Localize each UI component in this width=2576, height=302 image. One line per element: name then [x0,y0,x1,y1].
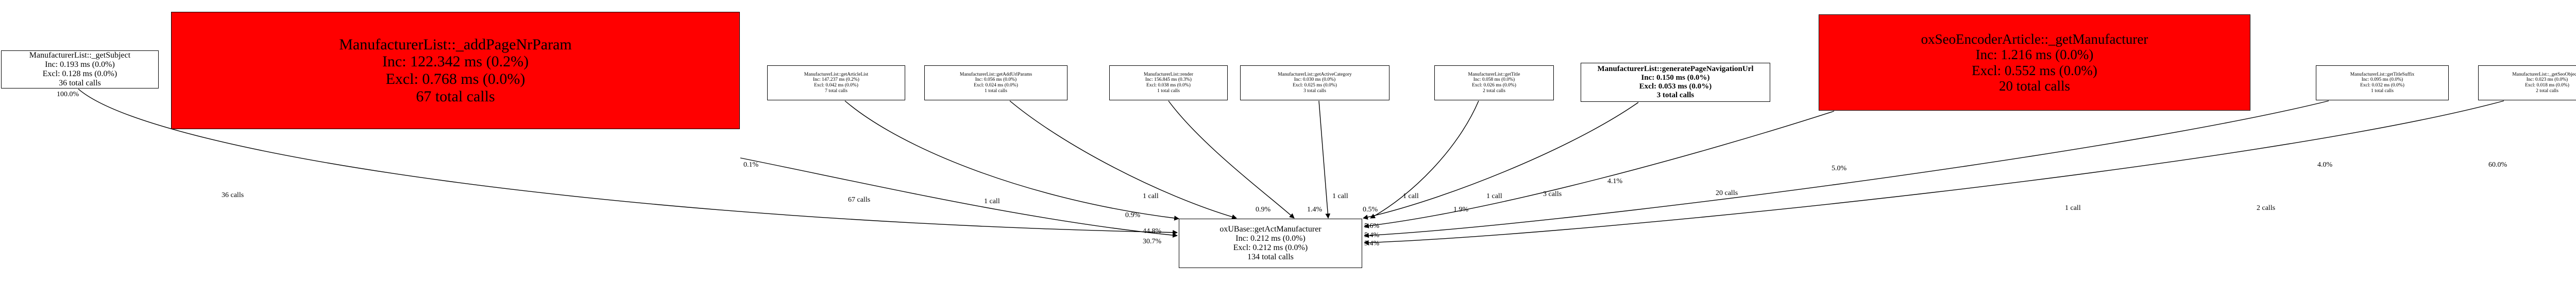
edge-percent-label: 5.0% [1832,165,1847,172]
node-exclusive-time: Excl: 0.038 ms (0.0%) [1146,83,1191,88]
node-total-calls: 2 total calls [2536,88,2558,94]
edge-getseoobjectid-to-getactmanufacturer [1364,100,2504,245]
node-exclusive-time: Excl: 0.128 ms (0.0%) [42,69,117,78]
node-exclusive-time: Excl: 0.025 ms (0.0%) [1293,83,1337,88]
node-inclusive-time: Inc: 0.212 ms (0.0%) [1235,234,1306,243]
edge-calls-label: 3 calls [1543,190,1562,198]
edge-getaddurlparams-to-getactmanufacturer [1009,100,1237,220]
node-inclusive-time: Inc: 156.845 ms (0.3%) [1145,77,1192,83]
node-function-name: ManufacturerList::_getSeoObjectId [2512,72,2576,77]
edge-calls-label: 20 calls [1716,189,1738,197]
node-inclusive-time: Inc: 147.237 ms (0.2%) [813,77,859,83]
node-total-calls: 3 total calls [1303,88,1326,94]
node-exclusive-time: Excl: 0.053 ms (0.0%) [1639,82,1712,91]
node-total-calls: 67 total calls [416,87,495,105]
node-total-calls: 1 total calls [1157,88,1180,94]
node-exclusive-time: Excl: 0.032 ms (0.0%) [2360,83,2404,88]
node-function-name: ManufacturerList::_addPageNrParam [339,35,572,53]
edge-percent-label: 0.9% [1125,211,1141,219]
edge-getarticlelist-to-getactmanufacturer [844,100,1179,221]
node-exclusive-time: Excl: 0.026 ms (0.0%) [1472,83,1516,88]
node-function-name: ManufacturerList::generatePageNavigation… [1597,65,1754,74]
node-total-calls: 36 total calls [59,78,101,87]
node-inclusive-time: Inc: 0.023 ms (0.0%) [2526,77,2568,83]
edge-calls-label: 1 call [984,198,1000,205]
edge-percent-label: 1.9% [1453,206,1469,214]
edge-percent-label: 1.4% [1307,206,1323,214]
node-inclusive-time: Inc: 1.216 ms (0.0%) [1975,47,2094,63]
edge-addpagenrparam-to-getactmanufacturer [740,157,1178,238]
edge-calls-label: 67 calls [848,196,871,204]
node-total-calls: 2 total calls [1483,88,1505,94]
node-inclusive-time: Inc: 0.095 ms (0.0%) [2361,77,2403,83]
edge-percent-label: 0.1% [743,161,759,169]
node-exclusive-time: Excl: 0.042 ms (0.0%) [814,83,858,88]
edge-calls-label: 36 calls [222,191,244,199]
node-total-calls: 1 total calls [2371,88,2394,94]
node-inclusive-time: Inc: 0.058 ms (0.0%) [1473,77,1515,83]
edge-generatepagenavigationurl-to-getactmanufacturer [1363,102,1639,220]
edge-getactivecategory-to-getactmanufacturer [1318,100,1331,219]
node-function-name: ManufacturerList::getActiveCategory [1278,72,1352,77]
edge-percent-label: 5.4% [1364,240,1380,247]
node-function-name: ManufacturerList::getTitleSuffix [2350,72,2415,77]
edge-percent-label: 30.7% [1143,238,1162,245]
node-exclusive-time: Excl: 0.018 ms (0.0%) [2525,83,2569,88]
node-inclusive-time: Inc: 0.193 ms (0.0%) [45,60,115,69]
node-total-calls: 7 total calls [825,88,848,94]
edge-render-to-getactmanufacturer [1168,100,1295,219]
node-inclusive-time: Inc: 0.056 ms (0.0%) [975,77,1017,83]
node-total-calls: 134 total calls [1247,252,1294,261]
edge-percent-label: 44.8% [1143,227,1162,235]
edge-getmanufacturer-to-getactmanufacturer [1364,111,1835,228]
edge-percent-label: 0.5% [1363,206,1378,214]
node-exclusive-time: Excl: 0.768 ms (0.0%) [385,70,526,87]
node-inclusive-time: Inc: 0.150 ms (0.0%) [1641,74,1710,82]
node-function-name: ManufacturerList::getArticleList [804,72,869,77]
edge-calls-label: 2 calls [2257,204,2276,212]
node-function-name: ManufacturerList::_getSubject [29,51,131,60]
node-inclusive-time: Inc: 0.030 ms (0.0%) [1294,77,1336,83]
edge-percent-label: 4.0% [2317,161,2333,169]
edge-calls-label: 1 call [1486,192,1502,200]
node-total-calls: 1 total calls [985,88,1007,94]
edge-percent-label: 5.6% [1364,222,1380,230]
node-function-name: oxSeoEncoderArticle::_getManufacturer [1921,31,2148,47]
edge-calls-label: 1 call [2065,204,2081,212]
edge-gettitle-to-getactmanufacturer [1370,100,1479,219]
edge-calls-label: 1 call [1143,192,1159,200]
edge-percent-label: 60.0% [2488,161,2507,169]
node-function-name: ManufacturerList::getAddUrlParams [959,72,1032,77]
node-exclusive-time: Excl: 0.552 ms (0.0%) [1972,62,2097,78]
node-inclusive-time: Inc: 122.342 ms (0.2%) [382,53,529,70]
edge-calls-label: 1 call [1332,192,1348,200]
edge-percent-label: 100.0% [57,91,79,98]
graph-node-generatePageNavigationUrl[interactable]: ManufacturerList::generatePageNavigation… [1581,63,1770,102]
node-exclusive-time: Excl: 0.024 ms (0.0%) [974,83,1018,88]
edge-percent-label: 0.9% [1256,206,1271,214]
node-total-calls: 20 total calls [1999,78,2070,94]
edge-percent-label: 4.1% [1607,177,1623,185]
node-exclusive-time: Excl: 0.212 ms (0.0%) [1233,243,1308,252]
edge-percent-label: 5.4% [1364,232,1380,239]
edge-calls-label: 1 call [1403,192,1419,200]
node-function-name: ManufacturerList::render [1143,72,1193,77]
node-function-name: ManufacturerList::getTitle [1468,72,1520,77]
node-total-calls: 3 total calls [1656,91,1694,99]
node-function-name: oxUBase::getActManufacturer [1219,225,1321,234]
